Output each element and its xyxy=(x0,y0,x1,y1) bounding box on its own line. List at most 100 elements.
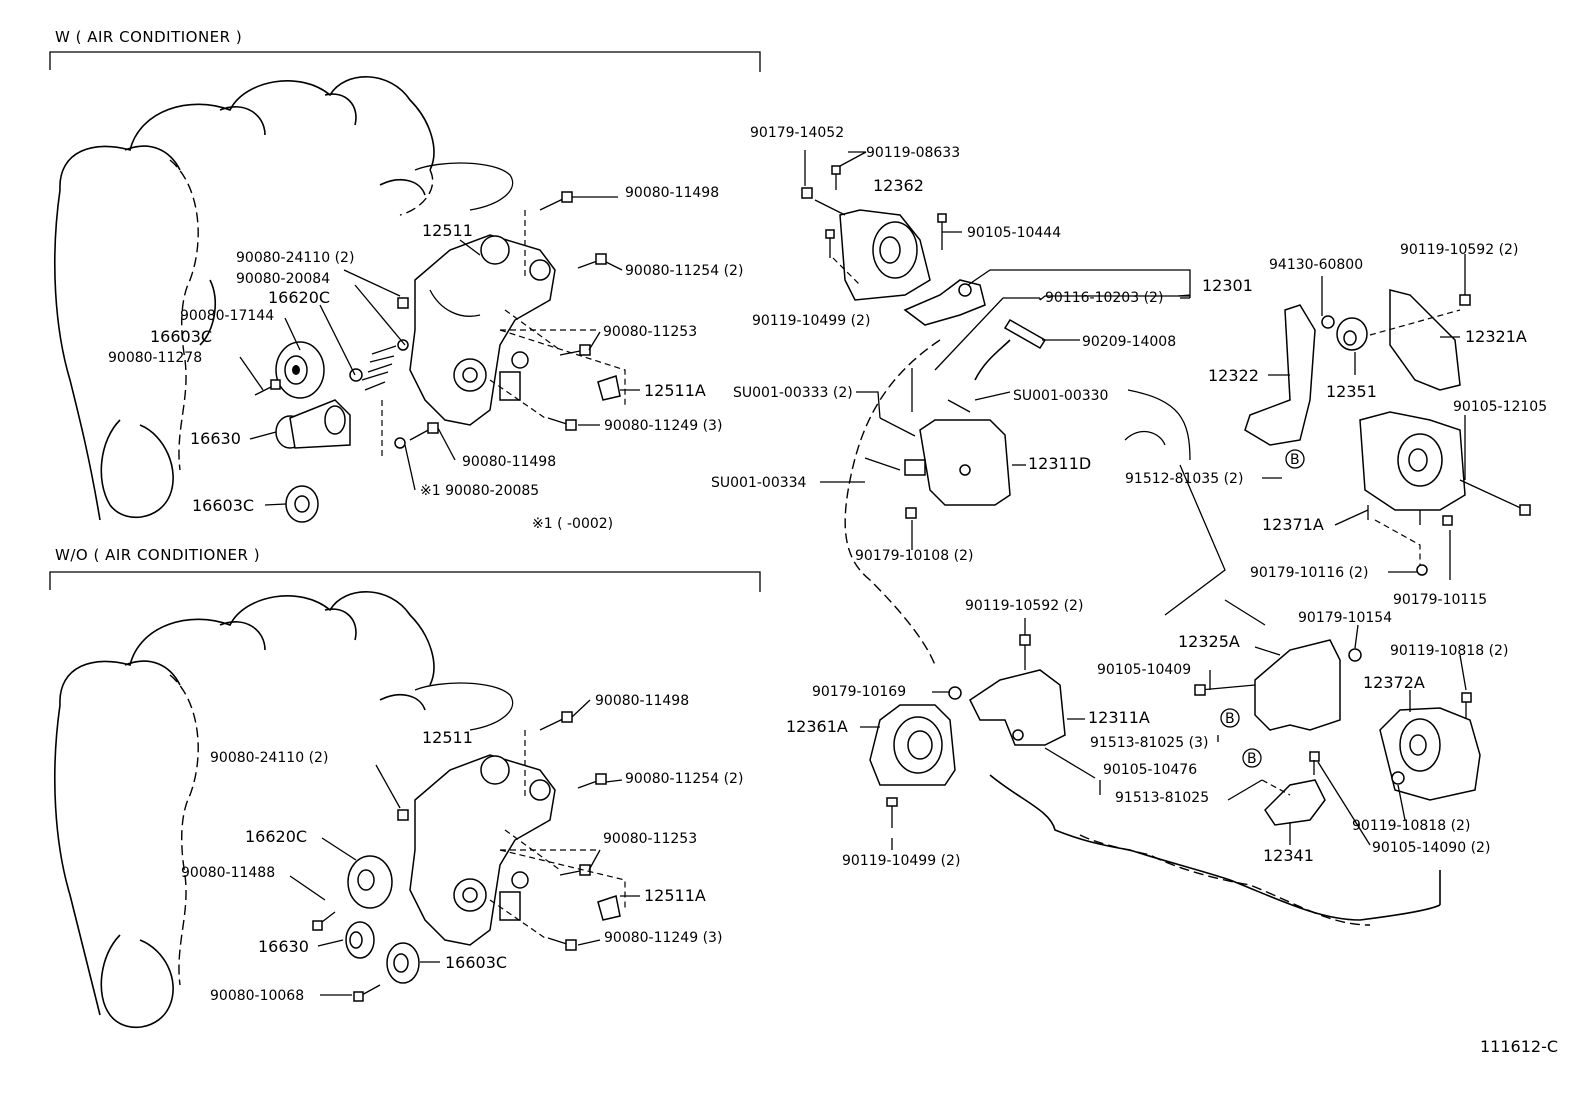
label-90179-10154: 90179-10154 xyxy=(1298,610,1392,626)
label-90080-24110-b: 90080-24110 (2) xyxy=(210,750,328,766)
idler-16620c xyxy=(347,855,393,909)
bracket-12301 xyxy=(903,279,1047,350)
label-16603c-b: 16603C xyxy=(192,496,254,515)
label-12372a: 12372A xyxy=(1363,673,1425,692)
spring-16620c xyxy=(349,339,409,391)
leaders-with-ac xyxy=(239,196,640,506)
label-91512-81035: 91512-81035 (2) xyxy=(1125,471,1243,487)
label-91513-81025-b: 91513-81025 xyxy=(1115,790,1209,806)
bracket-12325a xyxy=(1194,639,1362,731)
label-90119-10499-a: 90119-10499 (2) xyxy=(752,313,870,329)
label-90179-10116: 90179-10116 (2) xyxy=(1250,565,1368,581)
dashes-with-ac xyxy=(381,210,626,460)
engine-outline-mounts xyxy=(844,339,1441,926)
section-title-with-ac: W ( AIR CONDITIONER ) xyxy=(55,28,242,46)
label-12321a: 12321A xyxy=(1465,327,1527,346)
bolts-with-ac xyxy=(254,191,621,449)
label-90119-08633: 90119-08633 xyxy=(866,145,960,161)
label-12311a: 12311A xyxy=(1088,708,1150,727)
label-90080-10068: 90080-10068 xyxy=(210,988,304,1004)
label-90080-11249: 90080-11249 (3) xyxy=(604,418,722,434)
pulley-16603c-b xyxy=(285,485,319,523)
label-90209-14008: 90209-14008 xyxy=(1082,334,1176,350)
label-90105-10409: 90105-10409 xyxy=(1097,662,1191,678)
bolts-without-ac xyxy=(312,711,621,1002)
label-90105-10476: 90105-10476 xyxy=(1103,762,1197,778)
tensioner-16630 xyxy=(275,399,351,449)
label-12311d: 12311D xyxy=(1028,454,1091,473)
mount-12361a xyxy=(869,686,962,828)
label-12511-b: 12511 xyxy=(422,728,473,747)
label-90080-11254: 90080-11254 (2) xyxy=(625,263,743,279)
pulley-16603c-c xyxy=(386,942,420,984)
label-90080-11498: 90080-11498 xyxy=(595,693,689,709)
label-90105-10444: 90105-10444 xyxy=(967,225,1061,241)
label-90080-20084: 90080-20084 xyxy=(236,271,330,287)
pulley-16630 xyxy=(345,921,375,959)
ref-markers: B B B xyxy=(1220,449,1305,768)
mount-12372a xyxy=(1379,692,1481,801)
bracket-12341 xyxy=(1261,751,1326,826)
label-94130-60800: 94130-60800 xyxy=(1269,257,1363,273)
label-16620c-b: 16620C xyxy=(245,827,307,846)
ref-marker-b-1: B xyxy=(1290,452,1300,468)
label-12341: 12341 xyxy=(1263,846,1314,865)
engine-outline-without-ac xyxy=(53,591,514,1029)
section-title-without-ac: W/O ( AIR CONDITIONER ) xyxy=(55,546,260,564)
bolts-12362 xyxy=(801,165,947,286)
leaders-without-ac xyxy=(289,699,640,996)
label-90105-14090: 90105-14090 (2) xyxy=(1372,840,1490,856)
label-90080-11254-b: 90080-11254 (2) xyxy=(625,771,743,787)
label-12511: 12511 xyxy=(422,221,473,240)
label-90119-10818-b: 90119-10818 (2) xyxy=(1352,818,1470,834)
label-90105-12105: 90105-12105 xyxy=(1453,399,1547,415)
label-90179-10108: 90179-10108 (2) xyxy=(855,548,973,564)
engine-outline-with-ac xyxy=(53,76,514,521)
footnote: ※1 ( -0002) xyxy=(532,516,613,532)
label-90119-10592-b: 90119-10592 (2) xyxy=(965,598,1083,614)
figure-code: 111612-C xyxy=(1480,1037,1558,1056)
bracket-12321a xyxy=(1369,289,1471,391)
label-90179-14052: 90179-14052 xyxy=(750,125,844,141)
label-91513-81025-a: 91513-81025 (3) xyxy=(1090,735,1208,751)
label-16630-b: 16630 xyxy=(258,937,309,956)
bracket-12511-without-ac xyxy=(409,754,556,946)
label-90080-24110: 90080-24110 (2) xyxy=(236,250,354,266)
label-12361a: 12361A xyxy=(786,717,848,736)
label-90080-11253-b: 90080-11253 xyxy=(603,831,697,847)
ref-marker-b-3: B xyxy=(1247,751,1257,767)
mount-12311d xyxy=(864,368,1011,519)
label-90080-11498-b: 90080-11498 xyxy=(462,454,556,470)
label-12362: 12362 xyxy=(873,176,924,195)
label-12371a: 12371A xyxy=(1262,515,1324,534)
label-90080-11278: 90080-11278 xyxy=(108,350,202,366)
label-su001-00334: SU001-00334 xyxy=(711,475,807,491)
mount-12362 xyxy=(814,199,931,301)
label-90080-17144: 90080-17144 xyxy=(180,308,274,324)
bracket-12511-with-ac xyxy=(409,234,556,426)
label-12322: 12322 xyxy=(1208,366,1259,385)
label-12511a-b: 12511A xyxy=(644,886,706,905)
label-12351: 12351 xyxy=(1326,382,1377,401)
label-90179-10169: 90179-10169 xyxy=(812,684,906,700)
leaders-mounts xyxy=(804,150,1467,850)
label-90080-11253: 90080-11253 xyxy=(603,324,697,340)
label-90080-11498-a: 90080-11498 xyxy=(625,185,719,201)
label-90080-11249-b: 90080-11249 (3) xyxy=(604,930,722,946)
mount-12311a xyxy=(969,634,1096,779)
label-12301: 12301 xyxy=(1202,276,1253,295)
label-16603c-a: 16603C xyxy=(150,327,212,346)
label-90080-20085: ※1 90080-20085 xyxy=(420,483,539,499)
label-su001-00333: SU001-00333 (2) xyxy=(733,385,853,401)
label-16630: 16630 xyxy=(190,429,241,448)
label-90080-11488: 90080-11488 xyxy=(181,865,275,881)
label-su001-00330: SU001-00330 xyxy=(1013,388,1108,404)
label-90119-10592-a: 90119-10592 (2) xyxy=(1400,242,1518,258)
label-16603c-c: 16603C xyxy=(445,953,507,972)
label-12325a: 12325A xyxy=(1178,632,1240,651)
ref-marker-b-2: B xyxy=(1225,711,1235,727)
section-bracket-with-ac xyxy=(49,51,761,72)
label-90179-10115: 90179-10115 xyxy=(1393,592,1487,608)
label-16620c: 16620C xyxy=(268,288,330,307)
